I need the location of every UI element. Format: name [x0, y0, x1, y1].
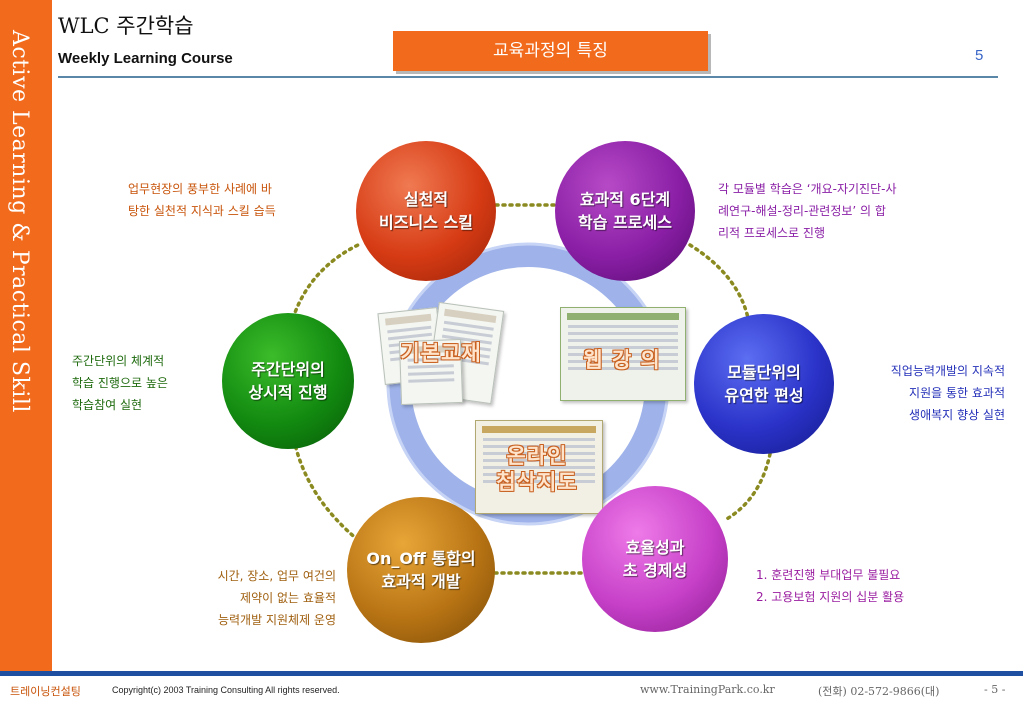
footer-brand: 트레이닝컨설팅	[10, 685, 81, 698]
feature-circle-practical-skill: 실천적 비즈니스 스킬	[356, 141, 496, 281]
description-on-off-integration: 시간, 장소, 업무 여건의 제약이 없는 효율적 능력개발 지원체제 운영	[217, 569, 336, 627]
header-divider	[58, 76, 998, 78]
sidebar-bar: Active Learning & Practical Skill	[0, 0, 52, 671]
description-weekly-progress: 주간단위의 체계적 학습 진행으로 높은 학습참여 실현	[72, 354, 168, 412]
feature-circle-label: On_Off 통합의 효과적 개발	[366, 549, 476, 591]
web-lecture-label: 웹 강 의	[583, 348, 661, 372]
feature-circle-on-off-integration: On_Off 통합의 효과적 개발	[347, 497, 495, 643]
description-modular-structure: 직업능력개발의 지속적 지원을 통한 효과적 생애복지 향상 실현	[890, 364, 1005, 422]
web-lecture-screenshot	[560, 307, 686, 401]
description-efficiency: 1. 훈련진행 부대업무 불필요 2. 고용보험 지원의 십분 활용	[756, 568, 905, 604]
page-number: 5	[975, 47, 984, 64]
feature-circle-label: 주간단위의 상시적 진행	[248, 360, 328, 402]
description-learning-process: 각 모듈별 학습은 ‘개요-자기진단-사 례연구-해설-정리-관련정보’ 의 합…	[718, 182, 897, 240]
feature-circle-efficiency: 효율성과 초 경제성	[582, 486, 728, 632]
online-coaching-screenshot	[475, 420, 603, 514]
page-subtitle: Weekly Learning Course	[58, 50, 233, 67]
dotted-connector	[294, 446, 360, 542]
textbook-label: 기본교재	[400, 341, 482, 365]
feature-circle-label: 모듈단위의 유연한 편성	[724, 363, 804, 405]
dotted-connector	[688, 243, 750, 320]
dotted-connector	[723, 452, 772, 522]
feature-circle-modular-structure: 모듈단위의 유연한 편성	[694, 314, 834, 454]
page-title: WLC 주간학습	[58, 14, 194, 38]
footer-website: www.TrainingPark.co.kr	[640, 683, 775, 696]
footer-phone: (전화) 02-572-9866(대)	[818, 685, 940, 698]
dotted-connector	[291, 242, 362, 320]
feature-circle-learning-process: 효과적 6단계 학습 프로세스	[555, 141, 695, 281]
footer-divider	[0, 671, 1023, 676]
footer-copyright: Copyright(c) 2003 Training Consulting Al…	[112, 685, 340, 695]
footer-page-number: - 5 -	[984, 683, 1006, 696]
feature-circle-weekly-progress: 주간단위의 상시적 진행	[222, 313, 354, 449]
section-banner: 교육과정의 특징	[393, 31, 708, 71]
description-practical-skill: 업무현장의 풍부한 사례에 바 탕한 실천적 지식과 스킬 습득	[128, 182, 276, 218]
feature-circle-label: 실천적 비즈니스 스킬	[379, 190, 473, 232]
feature-circle-label: 효율성과 초 경제성	[622, 538, 688, 580]
feature-circle-label: 효과적 6단계 학습 프로세스	[578, 190, 672, 232]
online-coaching-label: 온라인 첨삭지도	[496, 444, 578, 494]
